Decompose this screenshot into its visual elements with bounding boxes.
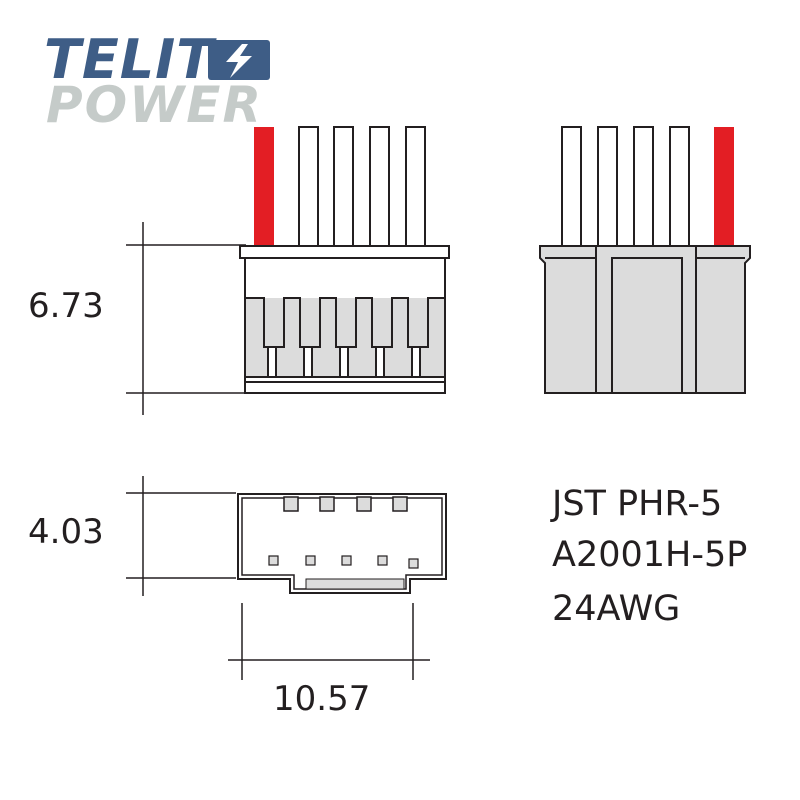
front-wire-2: [298, 126, 319, 247]
spec-block: JST PHR-5 A2001H-5P 24AWG: [550, 484, 747, 629]
front-wire-4: [369, 126, 390, 247]
spec-model: JST PHR-5: [550, 484, 722, 524]
face-outer: [237, 493, 447, 594]
face-top-pin-1: [283, 496, 299, 512]
front-wire-5: [405, 126, 426, 247]
front-terminal-5: [411, 346, 421, 378]
spec-part-number: A2001H-5P: [552, 535, 747, 575]
depth-dimension-label: 4.03: [28, 512, 104, 552]
front-terminal-3: [339, 346, 349, 378]
front-red-wire: [254, 127, 274, 246]
front-terminal-2: [303, 346, 313, 378]
height-dimension: [126, 222, 246, 415]
back-wire-3: [633, 126, 654, 247]
front-wire-3: [333, 126, 354, 247]
depth-dimension: [126, 476, 236, 596]
spec-wire-gauge: 24AWG: [552, 589, 680, 629]
front-top-lip: [239, 245, 450, 259]
width-dimension: [228, 603, 430, 680]
lightning-bolt-icon: [226, 44, 252, 78]
front-terminal-1: [267, 346, 277, 378]
front-terminal-4: [375, 346, 385, 378]
back-latch-window: [611, 257, 683, 394]
face-top-pin-3: [356, 496, 372, 512]
face-contact-5: [408, 558, 419, 569]
face-inner: [241, 497, 443, 590]
back-wire-2: [597, 126, 618, 247]
face-top-pin-4: [392, 496, 408, 512]
width-dimension-label: 10.57: [273, 679, 370, 719]
brand-logo: TELIT POWER: [44, 28, 270, 134]
back-wire-1: [561, 126, 582, 247]
face-key-slot: [305, 578, 405, 590]
back-red-wire: [714, 127, 734, 246]
logo-line-2: POWER: [46, 76, 263, 134]
face-top-pin-2: [319, 496, 335, 512]
face-view: [237, 493, 447, 594]
height-dimension-label: 6.73: [28, 286, 104, 326]
face-contact-1: [268, 555, 279, 566]
logo-line-1: TELIT: [44, 28, 217, 91]
face-contact-3: [341, 555, 352, 566]
front-view: [239, 126, 450, 394]
back-wire-4: [669, 126, 690, 247]
face-contact-2: [305, 555, 316, 566]
back-view: [539, 126, 751, 394]
face-contact-4: [377, 555, 388, 566]
